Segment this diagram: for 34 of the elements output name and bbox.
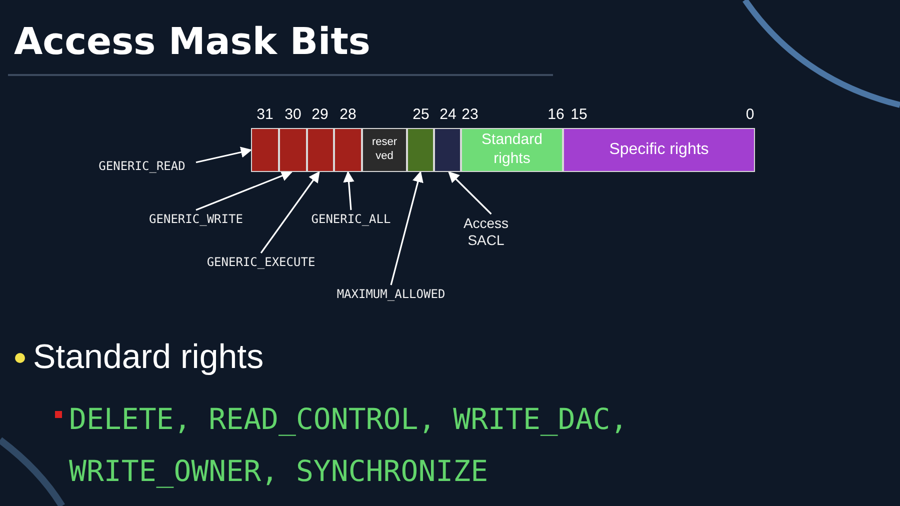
bit-number: 29 bbox=[310, 106, 330, 123]
bit-number: 30 bbox=[284, 106, 302, 123]
bit-field bbox=[279, 128, 307, 172]
bit-field bbox=[251, 128, 279, 172]
bit-number: 25 bbox=[412, 106, 430, 123]
arrow bbox=[196, 146, 252, 164]
bullet-heading: Standard rights bbox=[33, 338, 264, 377]
bit-number: 15 bbox=[570, 106, 588, 123]
bit-field bbox=[434, 128, 461, 172]
bit-field: Specific rights bbox=[563, 128, 755, 172]
bit-number: 24 bbox=[438, 106, 458, 123]
bit-number: 16 bbox=[546, 106, 566, 123]
arrow bbox=[343, 170, 354, 210]
bit-number: 28 bbox=[338, 106, 358, 123]
flag-label: GENERIC_WRITE bbox=[138, 210, 254, 228]
slide-title: Access Mask Bits bbox=[14, 20, 370, 63]
bit-field: reser ved bbox=[362, 128, 407, 172]
arrow bbox=[196, 170, 293, 211]
flag-label: GENERIC_EXECUTE bbox=[196, 253, 326, 271]
flag-label: GENERIC_READ bbox=[88, 157, 196, 175]
flag-label: GENERIC_ALL bbox=[303, 210, 399, 228]
bit-field bbox=[307, 128, 334, 172]
arrow bbox=[260, 171, 320, 254]
bit-field bbox=[334, 128, 362, 172]
arrow bbox=[448, 171, 492, 215]
arrow bbox=[390, 170, 424, 286]
bit-number: 0 bbox=[744, 106, 756, 123]
bit-number: 23 bbox=[460, 106, 480, 123]
bit-field: Standard rights bbox=[461, 128, 563, 172]
bit-field bbox=[407, 128, 434, 172]
flag-label: MAXIMUM_ALLOWED bbox=[326, 285, 456, 303]
flag-label: Access SACL bbox=[460, 214, 512, 250]
rights-list: DELETE, READ_CONTROL, WRITE_DAC, WRITE_OWNER, SYNCHRONIZE bbox=[69, 393, 709, 497]
bit-number: 31 bbox=[256, 106, 274, 123]
